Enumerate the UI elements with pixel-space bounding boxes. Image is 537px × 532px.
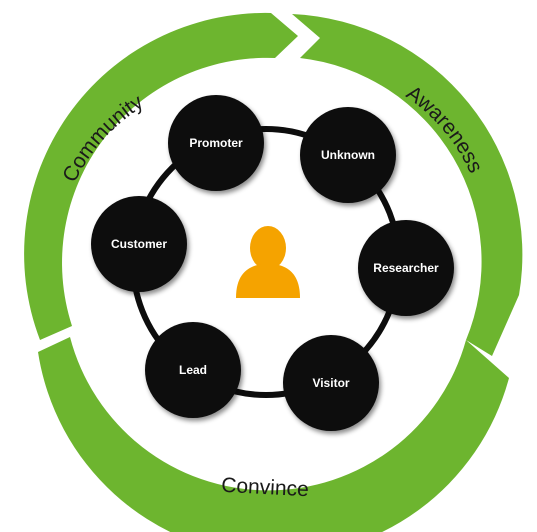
stage-label-customer: Customer <box>110 237 167 251</box>
cycle-segment-awareness <box>292 14 523 356</box>
cycle-segment-community <box>24 12 298 340</box>
segment-label-convince: Convince <box>221 474 310 502</box>
stage-label-lead: Lead <box>178 363 207 377</box>
stage-label-visitor: Visitor <box>312 376 350 390</box>
stage-label-unknown: Unknown <box>321 148 375 162</box>
stage-label-promoter: Promoter <box>189 136 243 150</box>
stage-node-promoter: Promoter <box>168 95 264 191</box>
stage-node-lead: Lead <box>145 322 241 418</box>
stage-node-customer: Customer <box>91 196 187 292</box>
stage-node-researcher: Researcher <box>358 220 454 316</box>
cycle-ring <box>24 12 523 532</box>
stage-node-unknown: Unknown <box>300 107 396 203</box>
cycle-segment-convince <box>38 337 509 532</box>
stage-label-researcher: Researcher <box>373 261 439 275</box>
person-icon <box>236 226 300 298</box>
stage-node-visitor: Visitor <box>283 335 379 431</box>
